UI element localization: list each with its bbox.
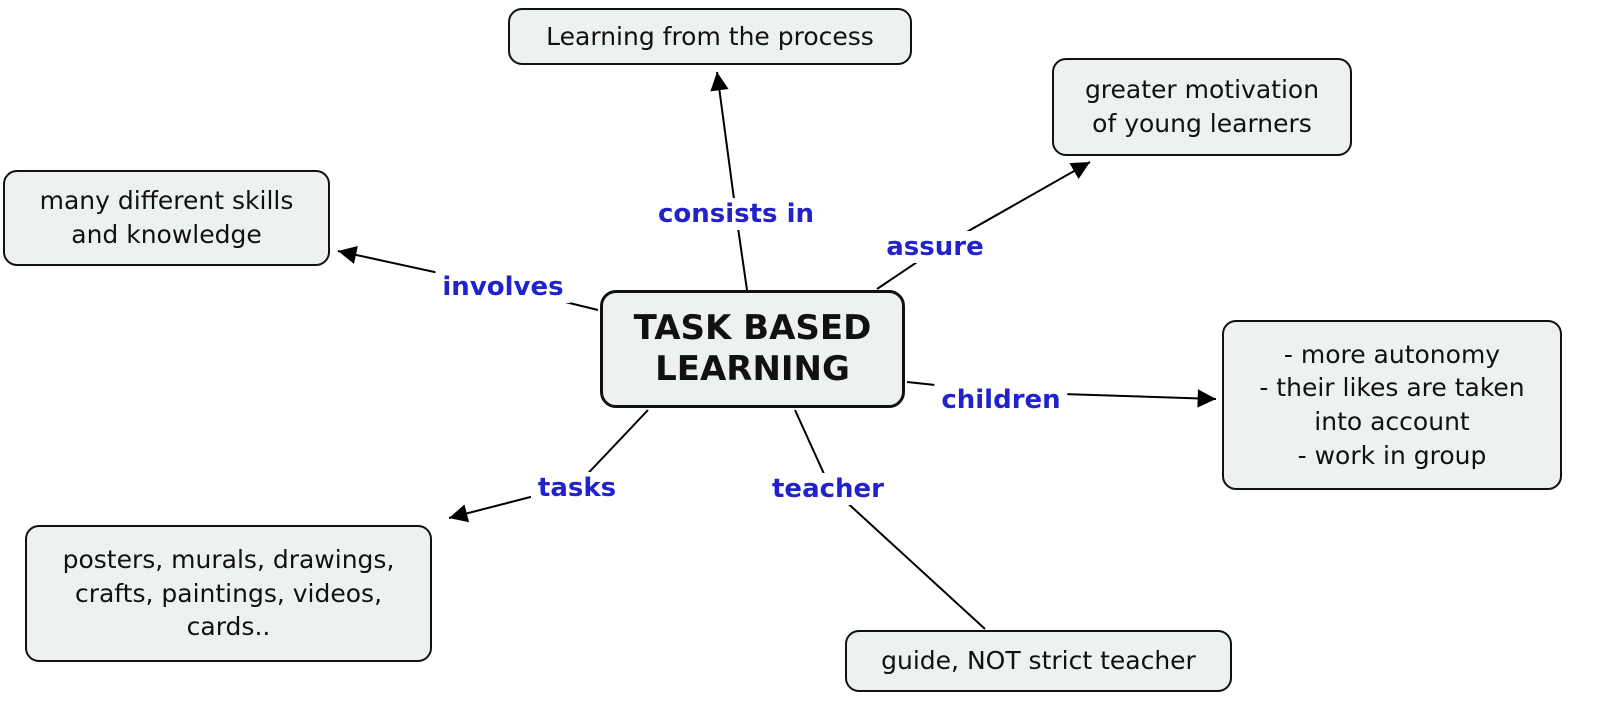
connector-assure <box>876 161 1091 290</box>
link-label-children: children <box>934 384 1068 416</box>
link-label-assure: assure <box>879 231 991 263</box>
link-label-consists-in: consists in <box>650 198 822 230</box>
connector-consists-in <box>710 71 748 291</box>
node-task-examples: posters, murals, drawings, crafts, paint… <box>25 525 432 662</box>
node-task-based-learning: TASK BASED LEARNING <box>600 290 905 408</box>
link-label-involves: involves <box>435 271 571 303</box>
node-children-benefits: - more autonomy - their likes are taken … <box>1222 320 1562 490</box>
node-greater-motivation: greater motivation of young learners <box>1052 58 1352 156</box>
link-label-teacher: teacher <box>765 473 891 505</box>
node-skills-knowledge: many different skills and knowledge <box>3 170 330 266</box>
node-learning-from-process: Learning from the process <box>508 8 912 65</box>
node-teacher-role: guide, NOT strict teacher <box>845 630 1232 692</box>
link-label-tasks: tasks <box>530 472 624 504</box>
connector-teacher <box>794 409 986 630</box>
